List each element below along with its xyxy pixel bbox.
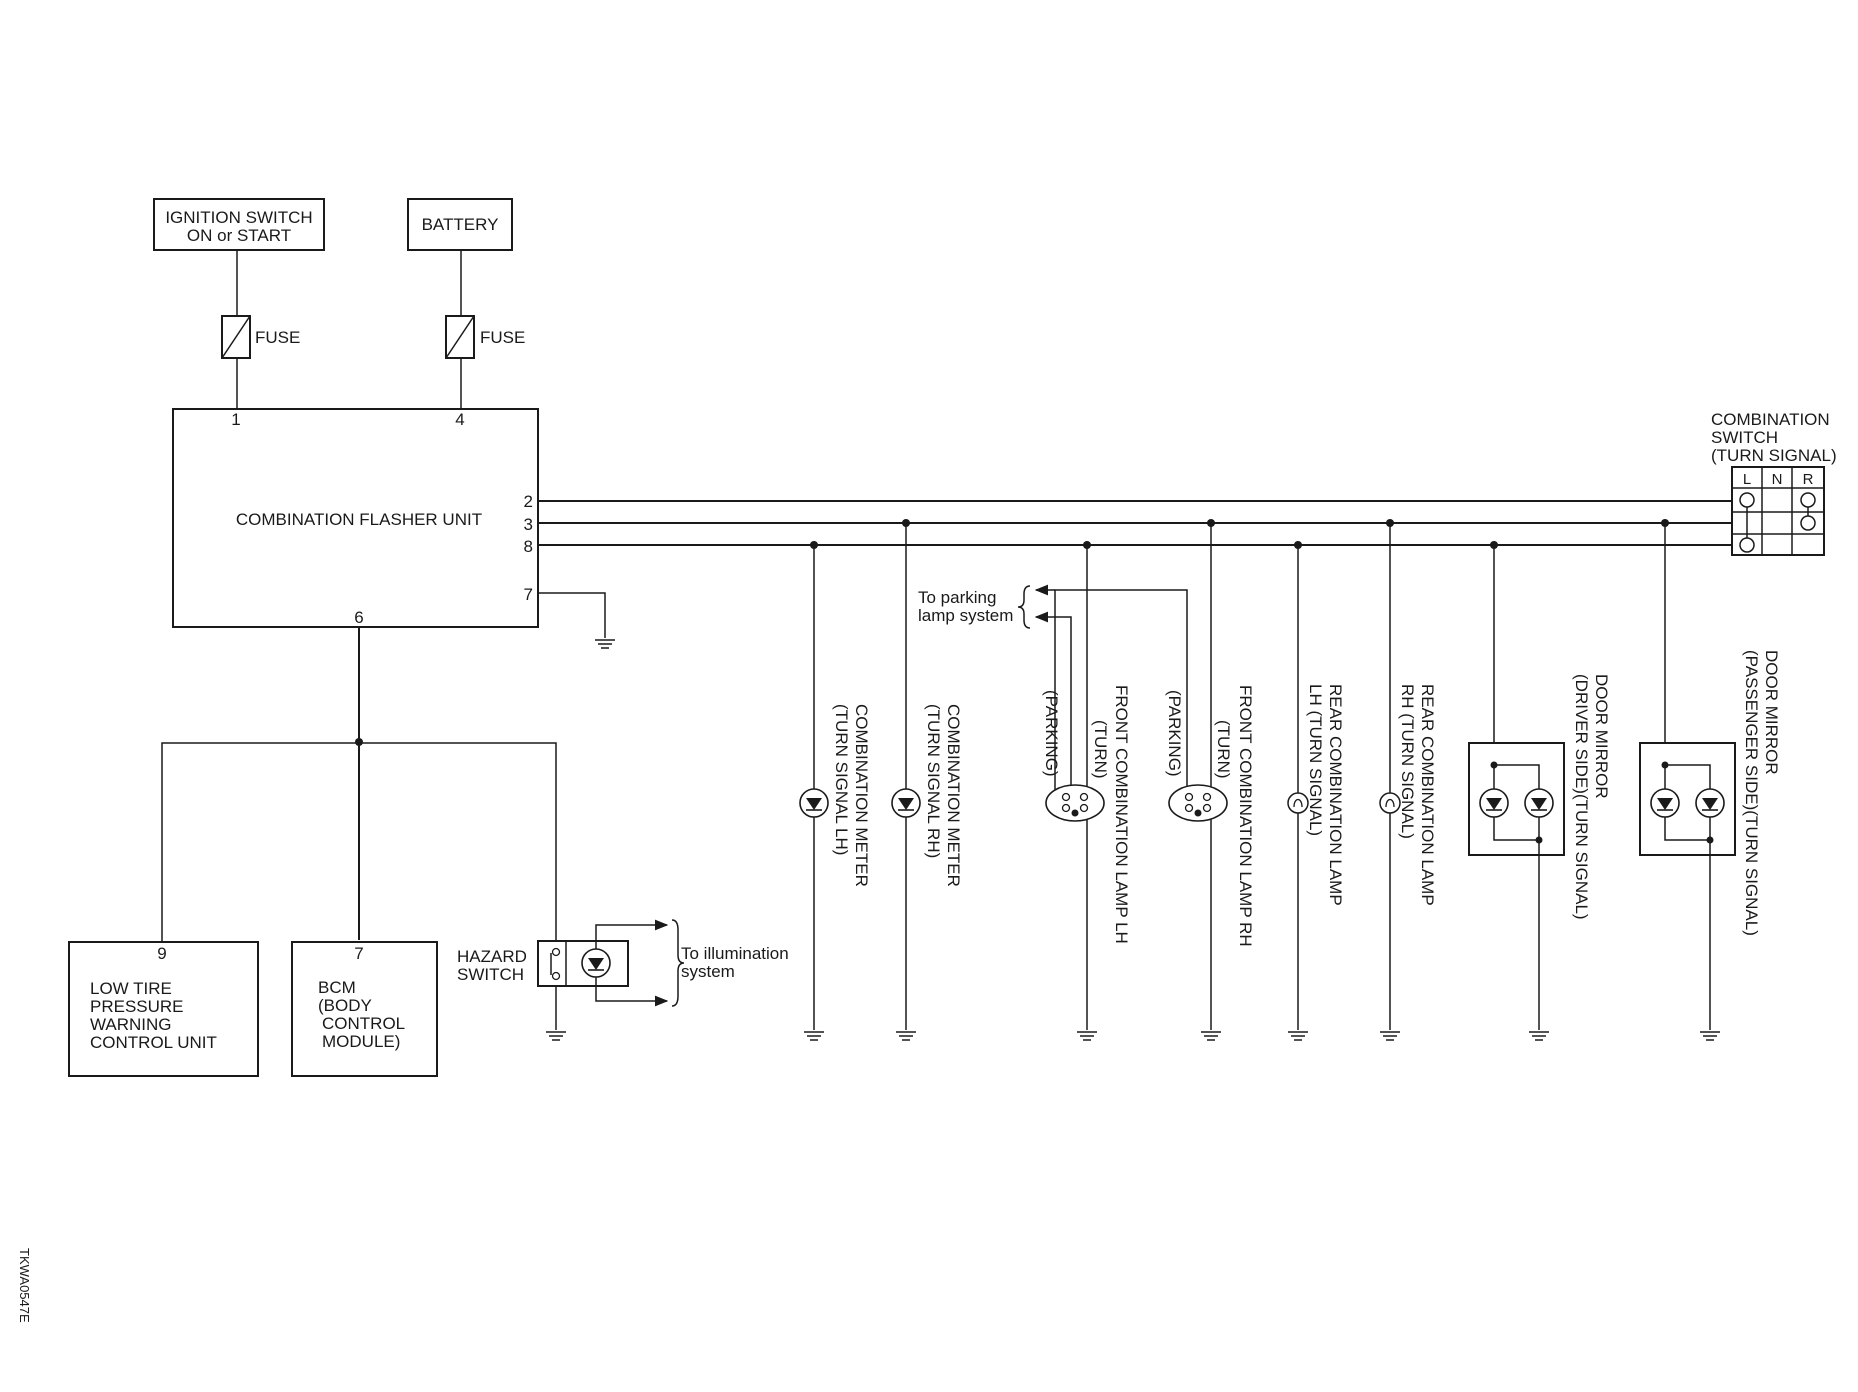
switch-col-r: R <box>1803 471 1814 488</box>
svg-text:(TURN SIGNAL LH): (TURN SIGNAL LH) <box>832 704 851 855</box>
rear-combination-lamp-lh-label: REAR COMBINATION LAMP LH (TURN SIGNAL) <box>1306 684 1345 906</box>
bcm-line4: MODULE) <box>322 1032 400 1051</box>
svg-text:DOOR MIRROR: DOOR MIRROR <box>1592 674 1611 799</box>
svg-text:DOOR MIRROR: DOOR MIRROR <box>1762 650 1781 775</box>
rear-combination-lamp-rh-label: REAR COMBINATION LAMP RH (TURN SIGNAL) <box>1398 684 1437 906</box>
svg-text:(PASSENGER SIDE)(TURN SIGNAL): (PASSENGER SIDE)(TURN SIGNAL) <box>1742 650 1761 936</box>
switch-col-l: L <box>1743 471 1751 488</box>
flasher-unit-title: COMBINATION FLASHER UNIT <box>236 510 482 529</box>
combination-switch-label-line2: SWITCH <box>1711 428 1778 447</box>
low-tire-pin: 9 <box>157 944 166 963</box>
low-tire-pressure-warning-control-unit <box>68 941 259 1077</box>
flasher-pin-4: 4 <box>455 410 464 429</box>
fuse-ignition-label: FUSE <box>255 328 300 347</box>
bcm-line1: BCM <box>318 978 356 997</box>
flasher-pin-3: 3 <box>524 515 533 534</box>
hazard-switch-line1: HAZARD <box>457 947 527 966</box>
illumination-note-line1: To illumination <box>681 944 789 963</box>
svg-text:FRONT COMBINATION LAMP RH: FRONT COMBINATION LAMP RH <box>1236 685 1255 947</box>
low-tire-line4: CONTROL UNIT <box>90 1033 217 1052</box>
parking-note-line2: lamp system <box>918 606 1013 625</box>
front-combination-lamp-lh-label: FRONT COMBINATION LAMP LH <box>1112 685 1131 944</box>
front-combination-lamp-rh-label: FRONT COMBINATION LAMP RH <box>1236 685 1255 947</box>
ignition-switch-box <box>153 198 325 251</box>
svg-text:COMBINATION METER: COMBINATION METER <box>944 704 963 887</box>
front-lh-parking-label: (PARKING) <box>1042 690 1061 777</box>
combination-flasher-unit <box>172 408 539 628</box>
bcm-line2: (BODY <box>318 996 372 1015</box>
low-tire-line1: LOW TIRE <box>90 979 172 998</box>
figure-code: TKWA0547E <box>17 1248 32 1323</box>
switch-col-n: N <box>1772 471 1783 488</box>
bcm-line3: CONTROL <box>322 1014 405 1033</box>
fuse-battery-label: FUSE <box>480 328 525 347</box>
svg-text:REAR COMBINATION LAMP: REAR COMBINATION LAMP <box>1418 684 1437 906</box>
hazard-switch <box>537 919 685 1007</box>
combination-meter-rh-label: COMBINATION METER (TURN SIGNAL RH) <box>924 704 963 887</box>
flasher-pin-2: 2 <box>524 492 533 511</box>
flasher-pin-6: 6 <box>354 608 363 627</box>
illumination-note-line2: system <box>681 962 735 981</box>
combination-switch-label-line3: (TURN SIGNAL) <box>1711 446 1837 465</box>
combination-switch: L N R <box>1731 466 1825 556</box>
flasher-pin-1: 1 <box>231 410 240 429</box>
combination-switch-label-line1: COMBINATION <box>1711 410 1830 429</box>
battery-box <box>407 198 513 251</box>
battery-label: BATTERY <box>422 215 499 234</box>
svg-text:(DRIVER SIDE)(TURN SIGNAL): (DRIVER SIDE)(TURN SIGNAL) <box>1572 674 1591 920</box>
svg-text:FRONT COMBINATION LAMP LH: FRONT COMBINATION LAMP LH <box>1112 685 1131 944</box>
svg-text:LH (TURN SIGNAL): LH (TURN SIGNAL) <box>1306 684 1325 836</box>
svg-text:(TURN SIGNAL RH): (TURN SIGNAL RH) <box>924 704 943 858</box>
bcm-pin: 7 <box>354 944 363 963</box>
ignition-switch-label-line2: ON or START <box>187 226 291 245</box>
low-tire-line3: WARNING <box>90 1015 172 1034</box>
svg-text:RH (TURN SIGNAL): RH (TURN SIGNAL) <box>1398 684 1417 839</box>
front-lh-turn-label: (TURN) <box>1091 720 1110 779</box>
hazard-switch-line2: SWITCH <box>457 965 524 984</box>
door-mirror-driver-label: DOOR MIRROR (DRIVER SIDE)(TURN SIGNAL) <box>1572 674 1611 920</box>
combination-meter-lh-label: COMBINATION METER (TURN SIGNAL LH) <box>832 704 871 887</box>
bcm-box <box>291 941 438 1077</box>
ignition-switch-label-line1: IGNITION SWITCH <box>165 208 312 227</box>
low-tire-line2: PRESSURE <box>90 997 184 1016</box>
svg-text:REAR COMBINATION LAMP: REAR COMBINATION LAMP <box>1326 684 1345 906</box>
svg-text:COMBINATION METER: COMBINATION METER <box>852 704 871 887</box>
flasher-pin-8: 8 <box>524 537 533 556</box>
front-rh-turn-label: (TURN) <box>1214 720 1233 779</box>
door-mirror-passenger-label: DOOR MIRROR (PASSENGER SIDE)(TURN SIGNAL… <box>1742 650 1781 936</box>
flasher-pin-7: 7 <box>524 585 533 604</box>
front-rh-parking-label: (PARKING) <box>1165 690 1184 777</box>
parking-note-line1: To parking <box>918 588 996 607</box>
